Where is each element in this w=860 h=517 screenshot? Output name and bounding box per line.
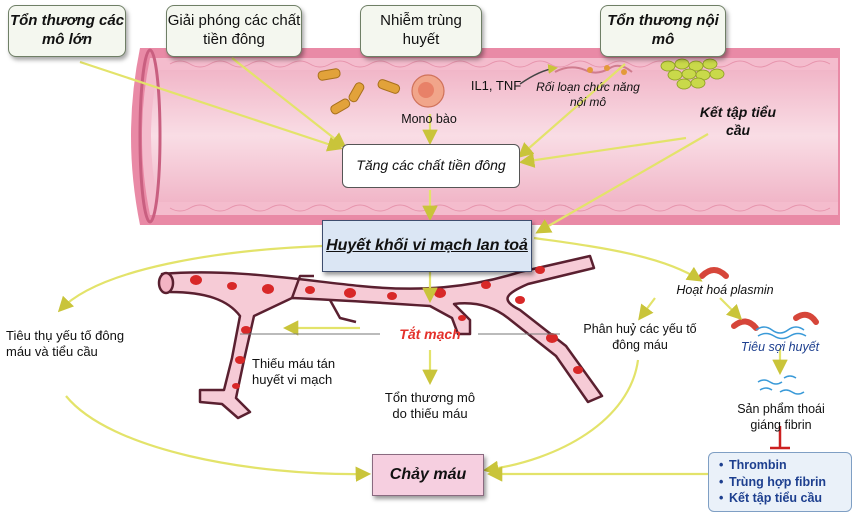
- cytokine-arrow: [519, 64, 558, 85]
- sepsis-box: Nhiễm trùng huyết: [360, 5, 482, 57]
- monocyte-icon: [411, 74, 445, 108]
- fibrin-fragments-icon: [757, 375, 805, 395]
- ischemic-damage-label: Tổn thương mô do thiếu máu: [384, 390, 476, 422]
- fdp-label: Sản phẩm thoái giáng fibrin: [737, 402, 825, 432]
- major-injury-text: Tổn thương các mô lớn: [9, 12, 125, 48]
- vessel-occlusion-label: Tắt mạch: [399, 326, 461, 342]
- endothelial-injury-text: Tổn thương nội mô: [607, 12, 719, 48]
- blood-vessel: [131, 48, 840, 225]
- endothelial-injury-box: Tổn thương nội mô: [600, 5, 726, 57]
- consumption-label: Tiêu thụ yếu tố đông máu và tiểu cầu: [6, 328, 125, 360]
- monocyte-label: Mono bào: [401, 112, 457, 126]
- bleeding-box: Chảy máu: [372, 454, 484, 496]
- microangiopathic-hemolysis-label: Thiếu máu tán huyết vi mạch: [252, 356, 336, 388]
- procoagulant-release-text: Giải phóng các chất tiền đông: [167, 12, 301, 48]
- factor-degradation-label: Phân huỷ các yếu tố đông máu: [583, 322, 697, 352]
- inhibited-item: Thrombin: [719, 457, 826, 474]
- sepsis-text: Nhiễm trùng huyết: [380, 12, 462, 48]
- inhibited-item: Kết tập tiểu cầu: [719, 490, 826, 507]
- microvessel-tree: [157, 254, 604, 420]
- plasmin-icon: [699, 267, 729, 279]
- major-injury-box: Tổn thương các mô lớn: [8, 5, 126, 57]
- procoagulant-release-box: Giải phóng các chất tiền đông: [166, 5, 302, 57]
- bleeding-text: Chảy máu: [389, 466, 467, 483]
- fibrinolysis-icon: [731, 311, 819, 340]
- microthrombi: [190, 266, 583, 389]
- platelet-aggregation-label: Kết tập tiểu cầu: [699, 104, 777, 138]
- bacteria-icon: [317, 68, 401, 115]
- dic-text: Huyết khối vi mạch lan toả: [326, 237, 528, 254]
- flow-arrows: [57, 57, 788, 482]
- endothelial-dysfunction-label: Rối loạn chức năng nội mô: [536, 80, 640, 109]
- inhibited-list: Thrombin Trùng hợp fibrin Kết tập tiểu c…: [717, 457, 826, 508]
- dic-box: Huyết khối vi mạch lan toả: [322, 220, 532, 272]
- inhibited-item: Trùng hợp fibrin: [719, 474, 826, 491]
- cytokines-label: IL1, TNF: [470, 78, 522, 93]
- plasmin-activation-label: Hoạt hoá plasmin: [676, 283, 774, 297]
- increase-procoagulants-text: Tăng các chất tiền đông: [356, 157, 506, 174]
- fibrinolysis-label: Tiêu sợi huyết: [740, 340, 820, 354]
- inhibited-processes-box: Thrombin Trùng hợp fibrin Kết tập tiểu c…: [708, 452, 852, 512]
- increase-procoagulants-box: Tăng các chất tiền đông: [342, 144, 520, 188]
- damaged-endothelium: [554, 64, 633, 75]
- platelet-cluster-icon: [660, 58, 725, 90]
- inhibition-symbol: [770, 426, 790, 450]
